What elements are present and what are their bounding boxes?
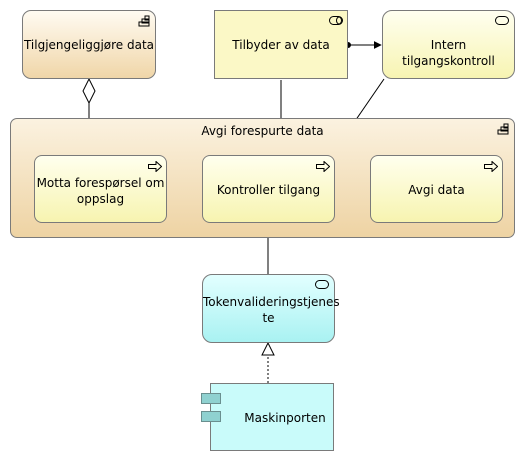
service-icon [495, 16, 509, 25]
node-avgi-data[interactable]: Avgi data [370, 155, 503, 223]
label-avgi-data: Avgi data [408, 183, 465, 197]
label-tilbyder: Tilbyder av data [232, 38, 330, 52]
label-avgi-forespurte: Avgi forespurte data [201, 124, 324, 138]
label-tilgjengeliggjore: Tilgjengeliggjøre data [23, 38, 155, 52]
node-tilbyder-av-data[interactable]: Tilbyder av data [214, 10, 348, 79]
business-function-icon [138, 15, 150, 27]
label-motta-line2: oppslag [76, 192, 125, 206]
node-motta-foresporsel[interactable]: Motta forespørsel om oppslag [34, 155, 167, 223]
service-icon [315, 280, 329, 289]
node-tokenvalideringstjeneste[interactable]: Tokenvalideringstjenes te [202, 274, 340, 343]
process-arrow-icon [316, 161, 330, 172]
label-intern-tilgangskontroll: Intern tilgangskontroll [402, 38, 495, 68]
node-intern-tilgangskontroll[interactable]: Intern tilgangskontroll [382, 10, 515, 79]
process-arrow-icon [148, 161, 162, 172]
label-kontroller: Kontroller tilgang [216, 183, 321, 197]
composition-diamond-icon [82, 77, 96, 105]
node-maskinporten[interactable]: Maskinporten [210, 383, 334, 451]
label-maskinporten: Maskinporten [244, 411, 326, 425]
label-token-line2: te [262, 311, 275, 325]
component-tab-bottom-icon [201, 411, 221, 422]
node-kontroller-tilgang[interactable]: Kontroller tilgang [202, 155, 335, 223]
process-arrow-icon [484, 161, 498, 172]
label-motta-line1: Motta forespørsel om [36, 176, 165, 190]
business-function-icon [497, 123, 509, 135]
capsule-icon [329, 16, 343, 25]
node-tilgjengeliggjore-data[interactable]: Tilgjengeliggjøre data [22, 10, 156, 79]
component-tab-top-icon [201, 393, 221, 404]
label-token-line1: Tokenvalideringstjenes [203, 295, 340, 309]
realization-triangle-icon [261, 341, 275, 356]
